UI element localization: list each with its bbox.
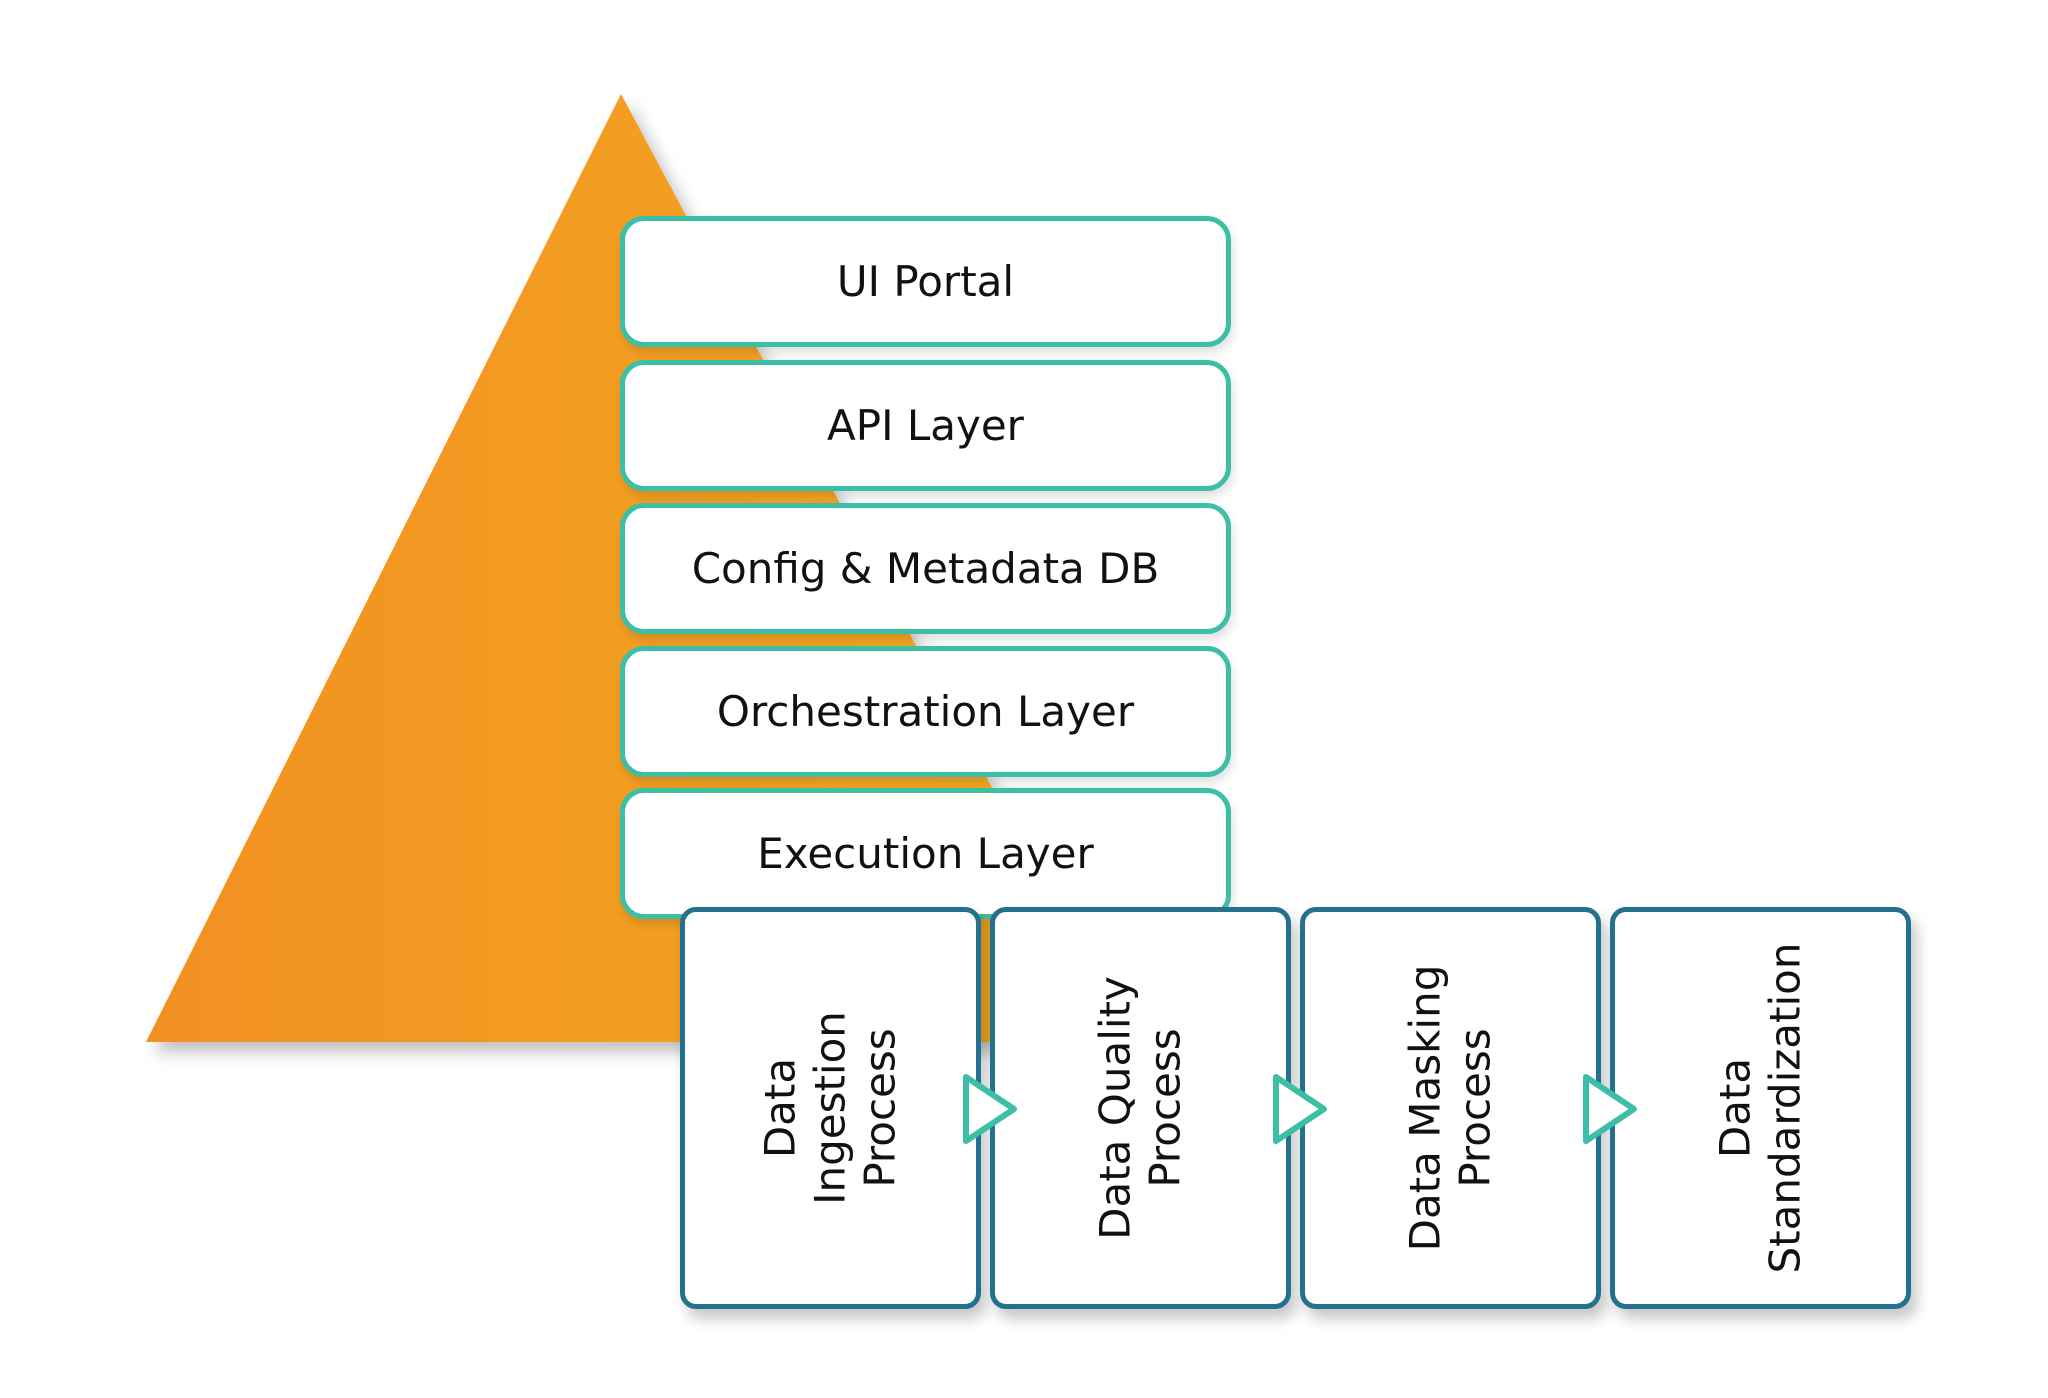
process-label: Data Quality Process	[1090, 976, 1190, 1240]
layer-label: API Layer	[827, 401, 1024, 450]
process-data-quality: Data Quality Process	[990, 907, 1291, 1309]
layer-label: UI Portal	[836, 257, 1015, 306]
process-data-ingestion: Data Ingestion Process	[680, 907, 981, 1309]
process-label: Data Ingestion Process	[755, 1011, 905, 1205]
process-label: Data Standardization	[1710, 942, 1810, 1274]
play-arrow-icon	[1273, 1074, 1327, 1144]
layer-api: API Layer	[620, 360, 1231, 491]
process-data-masking: Data Masking Process	[1300, 907, 1601, 1309]
layer-orchestration: Orchestration Layer	[620, 646, 1231, 777]
process-data-standardization: Data Standardization	[1610, 907, 1911, 1309]
layer-label: Execution Layer	[757, 829, 1094, 878]
play-arrow-icon	[963, 1074, 1017, 1144]
layer-label: Orchestration Layer	[716, 687, 1135, 736]
layer-label: Config & Metadata DB	[691, 544, 1160, 593]
process-label: Data Masking Process	[1400, 964, 1500, 1252]
play-arrow-icon	[1583, 1074, 1637, 1144]
layer-config-metadata-db: Config & Metadata DB	[620, 503, 1231, 634]
layer-ui-portal: UI Portal	[620, 216, 1231, 347]
layer-execution: Execution Layer	[620, 788, 1231, 919]
